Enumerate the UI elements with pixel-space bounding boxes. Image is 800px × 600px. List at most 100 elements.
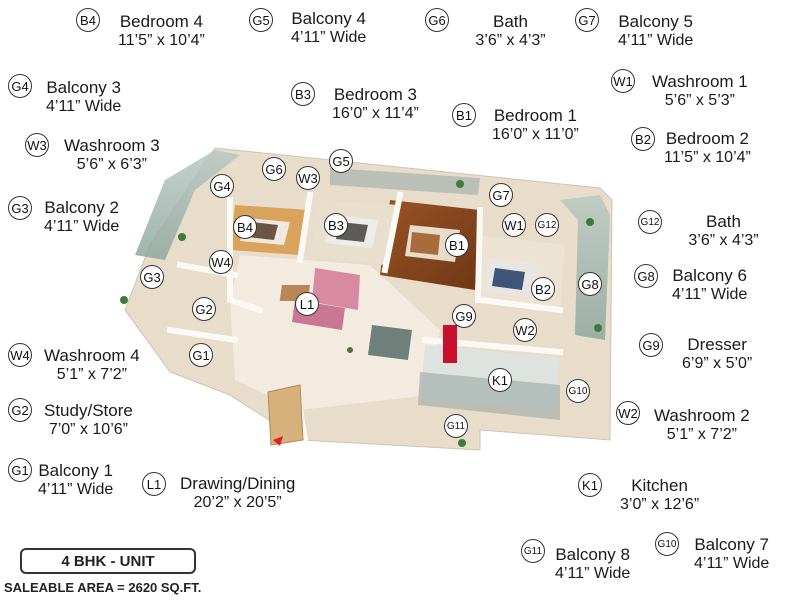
fridge bbox=[443, 325, 457, 363]
legend-w3-badge: W3 bbox=[25, 133, 49, 157]
legend-b1-name: Bedroom 1 bbox=[493, 106, 578, 125]
legend-g10-size: 4’11” Wide bbox=[694, 555, 770, 572]
saleable-area: SALEABLE AREA = 2620 SQ.FT. bbox=[4, 580, 202, 595]
legend-k1-size: 3’0” x 12’6” bbox=[620, 496, 700, 513]
marker-g10: G10 bbox=[566, 379, 590, 403]
marker-w2: W2 bbox=[513, 318, 537, 342]
legend-l1-name: Drawing/Dining bbox=[180, 474, 296, 493]
legend-g11-badge: G11 bbox=[521, 539, 545, 563]
legend-g1-size: 4’11” Wide bbox=[38, 481, 114, 498]
legend-g5-name: Balcony 4 bbox=[291, 9, 366, 28]
legend-b1-size: 16’0” x 11’0” bbox=[492, 126, 579, 143]
marker-g12: G12 bbox=[535, 213, 559, 237]
legend-g4-badge: G4 bbox=[8, 74, 32, 98]
legend-b2: Bedroom 2 11’5” x 10’4” bbox=[664, 129, 751, 167]
legend-g3: Balcony 2 4’11” Wide bbox=[44, 198, 119, 236]
legend-g10-name: Balcony 7 bbox=[694, 535, 769, 554]
legend-g8: Balcony 6 4’11” Wide bbox=[672, 266, 747, 304]
legend-g3-size: 4’11” Wide bbox=[44, 218, 120, 235]
legend-g5-badge: G5 bbox=[249, 8, 273, 32]
dining-table bbox=[368, 325, 412, 360]
marker-l1: L1 bbox=[295, 292, 319, 316]
legend-g5: Balcony 4 4’11” Wide bbox=[291, 9, 366, 47]
legend-g9: Dresser 6’9” x 5’0” bbox=[682, 335, 752, 373]
legend-g6-name: Bath bbox=[493, 12, 528, 31]
legend-g2-size: 7’0” x 10’6” bbox=[48, 421, 128, 438]
legend-g2: Study/Store 7’0” x 10’6” bbox=[44, 401, 133, 439]
marker-g2: G2 bbox=[192, 297, 216, 321]
balcony-left bbox=[135, 150, 240, 260]
legend-g2-badge: G2 bbox=[8, 398, 32, 422]
legend-b4: Bedroom 4 11’5” x 10’4” bbox=[118, 12, 205, 50]
unit-type-box: 4 BHK - UNIT bbox=[20, 548, 196, 574]
legend-g1-name: Balcony 1 bbox=[38, 461, 113, 480]
legend-b2-badge: B2 bbox=[631, 127, 655, 151]
legend-g12: Bath 3’6” x 4’3” bbox=[676, 212, 771, 250]
legend-b3-name: Bedroom 3 bbox=[333, 85, 418, 104]
legend-w3: Washroom 3 5’6” x 6’3” bbox=[64, 136, 160, 174]
balcony-top bbox=[330, 168, 480, 195]
legend-g12-name: Bath bbox=[706, 212, 741, 231]
legend-g7: Balcony 5 4’11” Wide bbox=[618, 12, 693, 50]
marker-b1: B1 bbox=[445, 233, 469, 257]
legend-g11-size: 4’11” Wide bbox=[555, 565, 631, 582]
balcony-bottom bbox=[418, 372, 560, 420]
legend-g5-size: 4’11” Wide bbox=[291, 29, 367, 46]
legend-g3-badge: G3 bbox=[8, 196, 32, 220]
legend-w1-size: 5’6” x 5’3” bbox=[664, 92, 735, 109]
legend-g7-badge: G7 bbox=[575, 8, 599, 32]
legend-g11-name: Balcony 8 bbox=[555, 545, 630, 564]
marker-g3: G3 bbox=[140, 265, 164, 289]
legend-w2-size: 5’1” x 7’2” bbox=[666, 426, 737, 443]
legend-b4-name: Bedroom 4 bbox=[119, 12, 204, 31]
marker-g11: G11 bbox=[444, 414, 468, 438]
legend-g9-badge: G9 bbox=[639, 333, 663, 357]
legend-b1: Bedroom 1 16’0” x 11’0” bbox=[492, 106, 579, 144]
legend-g7-size: 4’11” Wide bbox=[618, 32, 694, 49]
marker-g7: G7 bbox=[489, 183, 513, 207]
legend-w1-name: Washroom 1 bbox=[652, 72, 748, 91]
legend-w2-name: Washroom 2 bbox=[654, 406, 750, 425]
legend-b4-size: 11’5” x 10’4” bbox=[118, 32, 205, 49]
legend-g7-name: Balcony 5 bbox=[618, 12, 693, 31]
legend-g4: Balcony 3 4’11” Wide bbox=[46, 78, 121, 116]
legend-g12-badge: G12 bbox=[638, 210, 662, 234]
legend-w2: Washroom 2 5’1” x 7’2” bbox=[654, 406, 750, 444]
legend-w3-name: Washroom 3 bbox=[64, 136, 160, 155]
legend-b4-badge: B4 bbox=[76, 8, 100, 32]
marker-g6: G6 bbox=[262, 157, 286, 181]
marker-g9: G9 bbox=[452, 304, 476, 328]
legend-w4-name: Washroom 4 bbox=[44, 346, 140, 365]
legend-b2-size: 11’5” x 10’4” bbox=[664, 149, 751, 166]
legend-g12-size: 3’6” x 4’3” bbox=[688, 232, 759, 249]
marker-g8: G8 bbox=[578, 272, 602, 296]
legend-g11: Balcony 8 4’11” Wide bbox=[555, 545, 630, 583]
marker-b4: B4 bbox=[233, 215, 257, 239]
marker-w1: W1 bbox=[502, 213, 526, 237]
marker-g1: G1 bbox=[189, 343, 213, 367]
legend-g8-size: 4’11” Wide bbox=[672, 286, 748, 303]
legend-l1-badge: L1 bbox=[142, 472, 166, 496]
legend-g1-badge: G1 bbox=[8, 458, 32, 482]
balcony-right bbox=[560, 195, 610, 340]
legend-k1-name: Kitchen bbox=[631, 476, 688, 495]
legend-g6-size: 3’6” x 4’3” bbox=[475, 32, 546, 49]
legend-g10-badge: G10 bbox=[655, 532, 679, 556]
legend-g6-badge: G6 bbox=[425, 8, 449, 32]
entry-door bbox=[267, 384, 304, 446]
legend-w2-badge: W2 bbox=[616, 401, 640, 425]
legend-b3: Bedroom 3 16’0” x 11’4” bbox=[332, 85, 419, 123]
legend-g6: Bath 3’6” x 4’3” bbox=[463, 12, 558, 50]
legend-k1-badge: K1 bbox=[578, 473, 602, 497]
legend-w4-badge: W4 bbox=[8, 343, 32, 367]
legend-k1: Kitchen 3’0” x 12’6” bbox=[620, 476, 699, 514]
legend-g3-name: Balcony 2 bbox=[44, 198, 119, 217]
legend-w3-size: 5’6” x 6’3” bbox=[76, 156, 147, 173]
legend-l1-size: 20’2” x 20’5” bbox=[193, 494, 282, 511]
legend-g4-size: 4’11” Wide bbox=[46, 98, 122, 115]
entry-arrow bbox=[273, 436, 283, 446]
legend-w1-badge: W1 bbox=[611, 69, 635, 93]
legend-g8-name: Balcony 6 bbox=[672, 266, 747, 285]
marker-g4: G4 bbox=[210, 174, 234, 198]
marker-k1: K1 bbox=[488, 368, 512, 392]
